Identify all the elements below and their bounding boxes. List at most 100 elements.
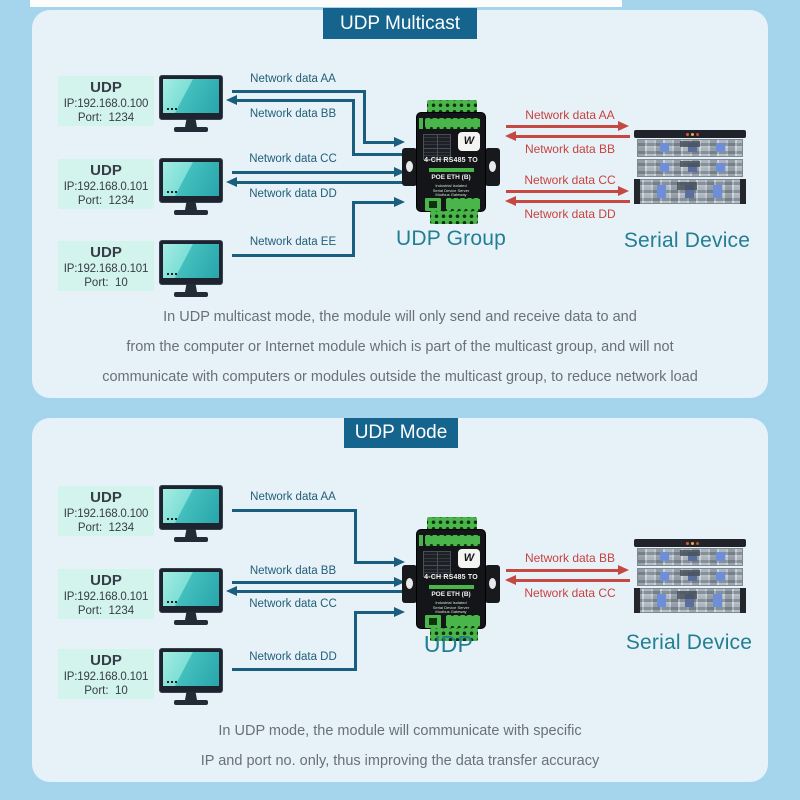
arrow-aa-line (232, 90, 366, 93)
computer-label: UDP IP:192.168.0.101 Port: 1234 (58, 159, 154, 209)
terminal-block-bottom (446, 198, 480, 211)
arrow-aa-head (394, 557, 405, 567)
serial-arrow-line (506, 190, 620, 193)
mounting-ear (402, 565, 417, 603)
serial-server-device-icon: W 4-CH RS485 TO POE ETH (B) Industrial I… (402, 517, 500, 641)
computer-monitor-icon (159, 648, 223, 706)
computer-label: UDP IP:192.168.0.101 Port: 10 (58, 649, 154, 699)
monitor-screen (163, 652, 219, 686)
arrow-aa-line (363, 141, 396, 144)
computer-monitor-icon (159, 158, 223, 216)
description-line: communicate with computers or modules ou… (102, 369, 698, 385)
serial-arrow-label: Network data CC (524, 586, 616, 600)
rack-led-lights (686, 132, 689, 136)
device-details: Industrial Isolated Serial Device Server… (417, 183, 485, 198)
monitor-base (174, 537, 208, 542)
serial-arrow-line (516, 579, 630, 582)
monitor-buttons (167, 681, 169, 683)
computer-port: Port: 1234 (77, 605, 135, 617)
computer-proto: UDP (90, 162, 122, 179)
monitor-screen (163, 162, 219, 196)
arrow-bb-line (237, 99, 355, 102)
arrow-bb-line (352, 99, 355, 156)
panel-title: UDP Mode (344, 418, 458, 448)
rack-unit (637, 139, 743, 157)
green-strip (429, 585, 474, 589)
device-detail-line: Serial Device Server (432, 604, 470, 610)
rack-unit (634, 588, 746, 613)
device-detail-line: Modbus Gateway (435, 609, 467, 615)
lan-arrow-label: Network data DD (249, 188, 337, 200)
screw-terminal-top (427, 100, 477, 113)
lan-arrow-label: Network data AA (250, 491, 336, 503)
monitor-stand (185, 612, 197, 620)
rack-rail (634, 179, 640, 204)
lan-arrow-label: Network data EE (249, 236, 337, 248)
rj45-port-icon (425, 615, 441, 628)
server-rack-icon (634, 539, 746, 613)
serial-arrow-head (618, 186, 629, 196)
terminal-block-bottom (446, 615, 480, 628)
computer-monitor-icon (159, 75, 223, 133)
computer-monitor-icon (159, 240, 223, 298)
arrow-ee-line (352, 201, 394, 204)
device-caption: UDP (423, 631, 474, 657)
mounting-hole (406, 578, 413, 589)
arrow-dd-head (394, 607, 405, 617)
monitor-stand (185, 119, 197, 127)
monitor-base (174, 620, 208, 625)
monitor-screen (163, 489, 219, 523)
mounting-hole (489, 578, 496, 589)
device-body: W 4-CH RS485 TO POE ETH (B) Industrial I… (416, 529, 486, 629)
monitor-buttons (167, 108, 169, 110)
mounting-ear (485, 565, 500, 603)
computer-ip: IP:192.168.0.100 (63, 98, 149, 110)
monitor-buttons (167, 191, 169, 193)
arrow-dd-line (232, 668, 357, 671)
monitor-stand (185, 529, 197, 537)
serial-arrow-line (506, 569, 620, 572)
lan-arrow-label: Network data DD (249, 651, 337, 663)
rack-led-lights (686, 541, 689, 545)
description-line: IP and port no. only, thus improving the… (200, 753, 600, 769)
pin-label-table (423, 134, 451, 160)
terminal-tag (419, 118, 423, 129)
device-details: Industrial Isolated Serial Device Server… (417, 600, 485, 615)
serial-server-device-icon: W 4-CH RS485 TO POE ETH (B) Industrial I… (402, 100, 500, 224)
device-title: 4-CH RS485 TO (424, 157, 478, 164)
computer-label: UDP IP:192.168.0.100 Port: 1234 (58, 76, 154, 126)
device-body: W 4-CH RS485 TO POE ETH (B) Industrial I… (416, 112, 486, 212)
server-rack-icon (634, 130, 746, 204)
monitor-frame (159, 485, 223, 530)
device-caption: UDP Group (396, 227, 506, 250)
serial-device-caption: Serial Device (623, 229, 751, 252)
rack-rail (740, 179, 746, 204)
computer-monitor-icon (159, 485, 223, 543)
waveshare-logo-icon: W (458, 132, 480, 151)
panel-description: In UDP multicast mode, the module will o… (40, 302, 760, 392)
lan-arrow-label: Network data CC (249, 153, 337, 165)
monitor-frame (159, 158, 223, 203)
arrow-ee-line (352, 203, 355, 257)
rj45-port-icon (425, 198, 441, 211)
serial-arrow-head (505, 196, 516, 206)
computer-ip: IP:192.168.0.101 (63, 263, 149, 275)
monitor-screen (163, 244, 219, 278)
arrow-dd-line (237, 181, 418, 184)
arrow-bb-head (226, 95, 237, 105)
device-detail-line: Industrial Isolated (435, 183, 467, 188)
computer-label: UDP IP:192.168.0.100 Port: 1234 (58, 486, 154, 536)
rack-unit (637, 568, 743, 586)
serial-arrow-label: Network data DD (524, 207, 616, 221)
mounting-hole (489, 161, 496, 172)
serial-device-caption: Serial Device (625, 631, 753, 654)
serial-arrow-label: Network data BB (524, 142, 616, 156)
arrow-dd-head (226, 177, 237, 187)
mounting-ear (402, 148, 417, 186)
serial-arrow-label: Network data BB (524, 551, 616, 565)
monitor-base (174, 127, 208, 132)
computer-proto: UDP (90, 244, 122, 261)
computer-proto: UDP (90, 489, 122, 506)
monitor-buttons (167, 601, 169, 603)
